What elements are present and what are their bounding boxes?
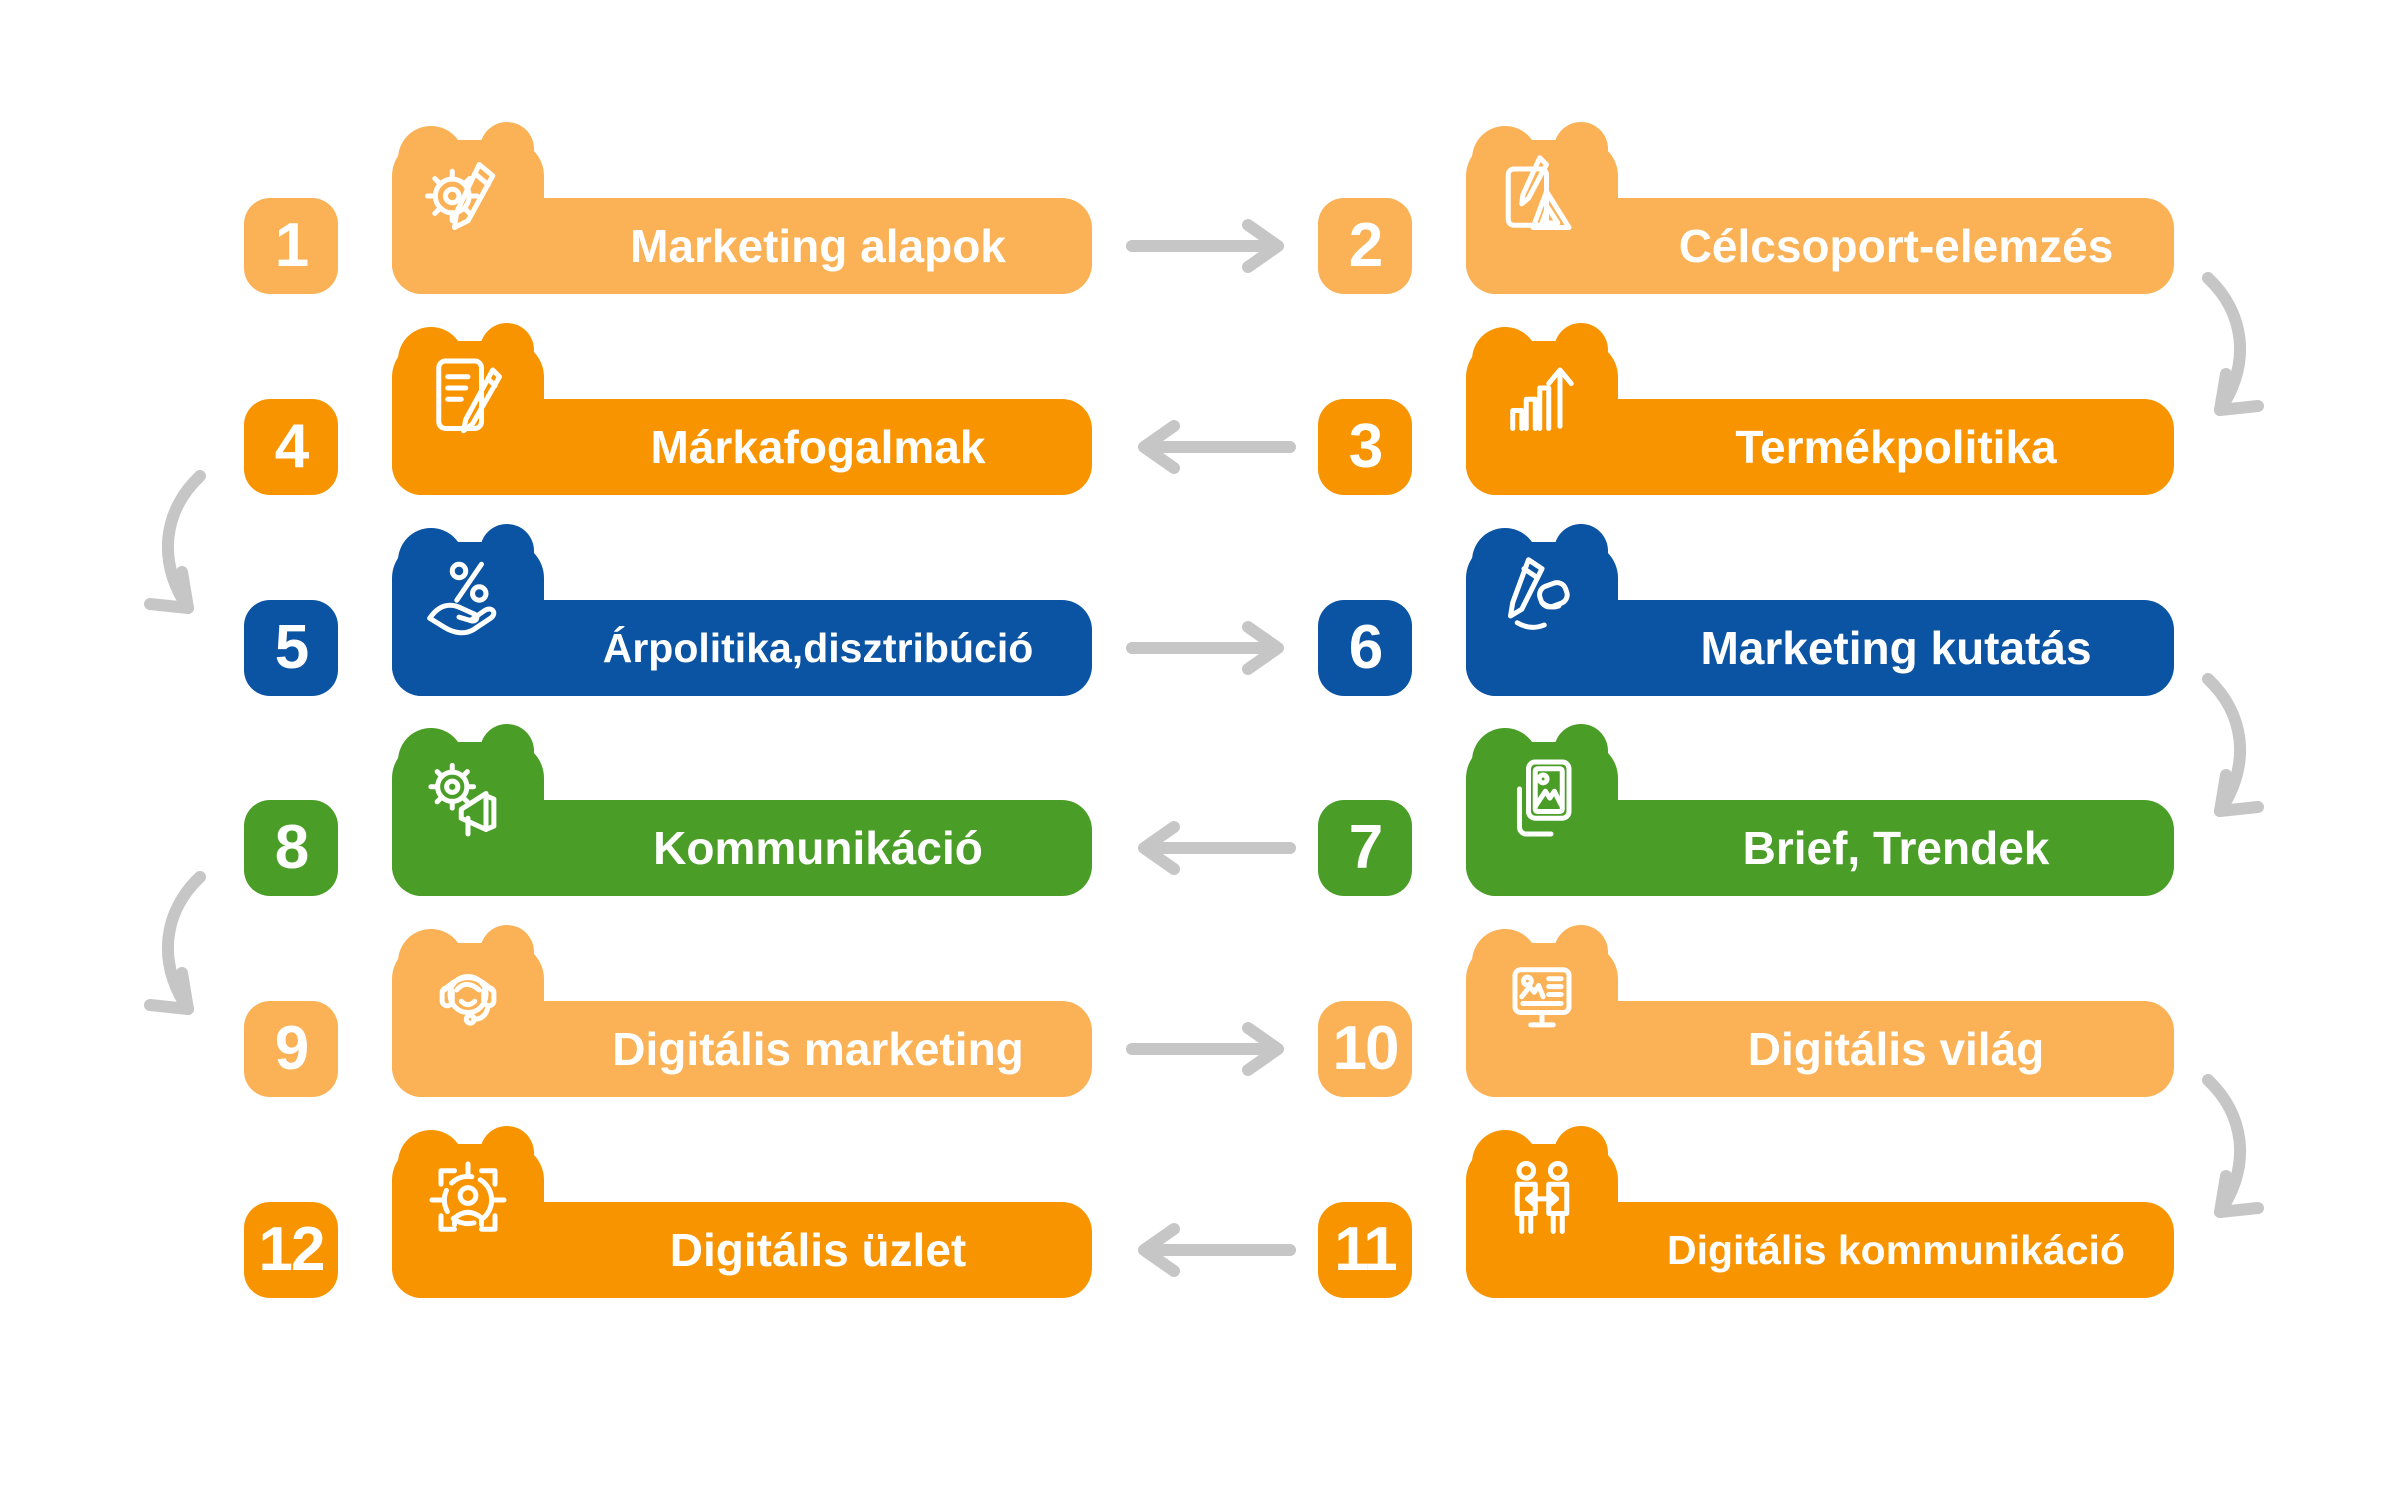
step-label: Digitális világ [1747, 1023, 2045, 1075]
step-number: 12 [258, 1215, 326, 1284]
step-label: Marketing alapok [630, 220, 1006, 272]
step-number: 9 [274, 1014, 310, 1083]
step-number-badge: 8 [244, 800, 338, 896]
step-number: 7 [1348, 813, 1384, 882]
step-bar: Brief, Trendek [1466, 724, 2174, 896]
flow-arrow-3-to-4 [1118, 415, 1304, 479]
monitor-content-icon [1488, 945, 1596, 1053]
flow-arrow-9-to-10 [1118, 1017, 1304, 1081]
step-number-badge: 5 [244, 600, 338, 696]
step-bar: Marketing kutatás [1466, 524, 2174, 696]
step-bar: Márkafogalmak [392, 323, 1092, 495]
icon-blob [392, 925, 544, 1097]
step-label: Digitális marketing [612, 1023, 1024, 1075]
step-bar: Digitális üzlet [392, 1126, 1092, 1298]
step-number-badge: 9 [244, 1001, 338, 1097]
step-bar: Digitális világ [1466, 925, 2174, 1097]
step-label: Termékpolitika [1735, 421, 2057, 473]
gear-pencil-icon [414, 142, 522, 250]
writing-hand-icon [1488, 544, 1596, 652]
flow-arrow-11-to-12 [1118, 1218, 1304, 1282]
icon-blob [392, 524, 544, 696]
icon-blob [1466, 1126, 1618, 1298]
curve-arrow-10-to-11 [2180, 1072, 2290, 1244]
headset-agent-icon [414, 945, 522, 1053]
step-number-badge: 11 [1318, 1202, 1412, 1298]
icon-blob [1466, 122, 1618, 294]
curve-arrow-8-to-9 [118, 869, 228, 1041]
step-label: Digitális üzlet [669, 1224, 967, 1276]
step-number: 10 [1332, 1014, 1400, 1083]
step-bar: Digitális kommunikáció [1466, 1126, 2174, 1298]
step-label: Márkafogalmak [650, 421, 986, 473]
step-number: 1 [274, 211, 310, 280]
icon-blob [1466, 724, 1618, 896]
step-label: Digitális kommunikáció [1667, 1226, 2125, 1273]
curve-arrow-4-to-5 [118, 468, 228, 640]
icon-blob [1466, 524, 1618, 696]
step-number-badge: 1 [244, 198, 338, 294]
flow-arrow-7-to-8 [1118, 816, 1304, 880]
people-exchange-icon [1488, 1146, 1596, 1254]
step-label: Kommunikáció [653, 822, 983, 874]
curve-arrow-6-to-7 [2180, 671, 2290, 843]
step-label: Célcsoport-elemzés [1678, 220, 2114, 272]
step-label: Marketing kutatás [1700, 622, 2092, 674]
blueprint-ruler-icon [1488, 142, 1596, 250]
curve-arrow-2-to-3 [2180, 270, 2290, 442]
person-target-icon [414, 1146, 522, 1254]
icon-blob [1466, 925, 1618, 1097]
step-number-badge: 7 [1318, 800, 1412, 896]
step-number: 2 [1348, 211, 1384, 280]
step-bar: Árpolitika,disztribúció [392, 524, 1092, 696]
step-number-badge: 6 [1318, 600, 1412, 696]
flow-arrow-1-to-2 [1118, 214, 1304, 278]
photo-stack-icon [1488, 744, 1596, 852]
icon-blob [392, 323, 544, 495]
document-pen-icon [414, 343, 522, 451]
step-bar: Marketing alapok [392, 122, 1092, 294]
step-bar: Kommunikáció [392, 724, 1092, 896]
icon-blob [392, 1126, 544, 1298]
hand-percent-icon [414, 544, 522, 652]
step-label: Árpolitika,disztribúció [602, 624, 1034, 671]
step-number-badge: 2 [1318, 198, 1412, 294]
step-number: 3 [1348, 412, 1384, 481]
step-number-badge: 10 [1318, 1001, 1412, 1097]
step-number: 5 [274, 613, 310, 682]
step-bar: Termékpolitika [1466, 323, 2174, 495]
step-number-badge: 12 [244, 1202, 338, 1298]
step-number: 8 [274, 813, 310, 882]
gear-megaphone-icon [414, 744, 522, 852]
step-number: 11 [1334, 1215, 1398, 1284]
growth-chart-icon [1488, 343, 1596, 451]
icon-blob [392, 122, 544, 294]
icon-blob [392, 724, 544, 896]
step-number: 4 [274, 412, 310, 481]
step-number-badge: 4 [244, 399, 338, 495]
icon-blob [1466, 323, 1618, 495]
step-bar: Digitális marketing [392, 925, 1092, 1097]
step-number: 6 [1348, 613, 1384, 682]
step-label: Brief, Trendek [1742, 822, 2050, 874]
flow-arrow-5-to-6 [1118, 616, 1304, 680]
step-number-badge: 3 [1318, 399, 1412, 495]
step-bar: Célcsoport-elemzés [1466, 122, 2174, 294]
